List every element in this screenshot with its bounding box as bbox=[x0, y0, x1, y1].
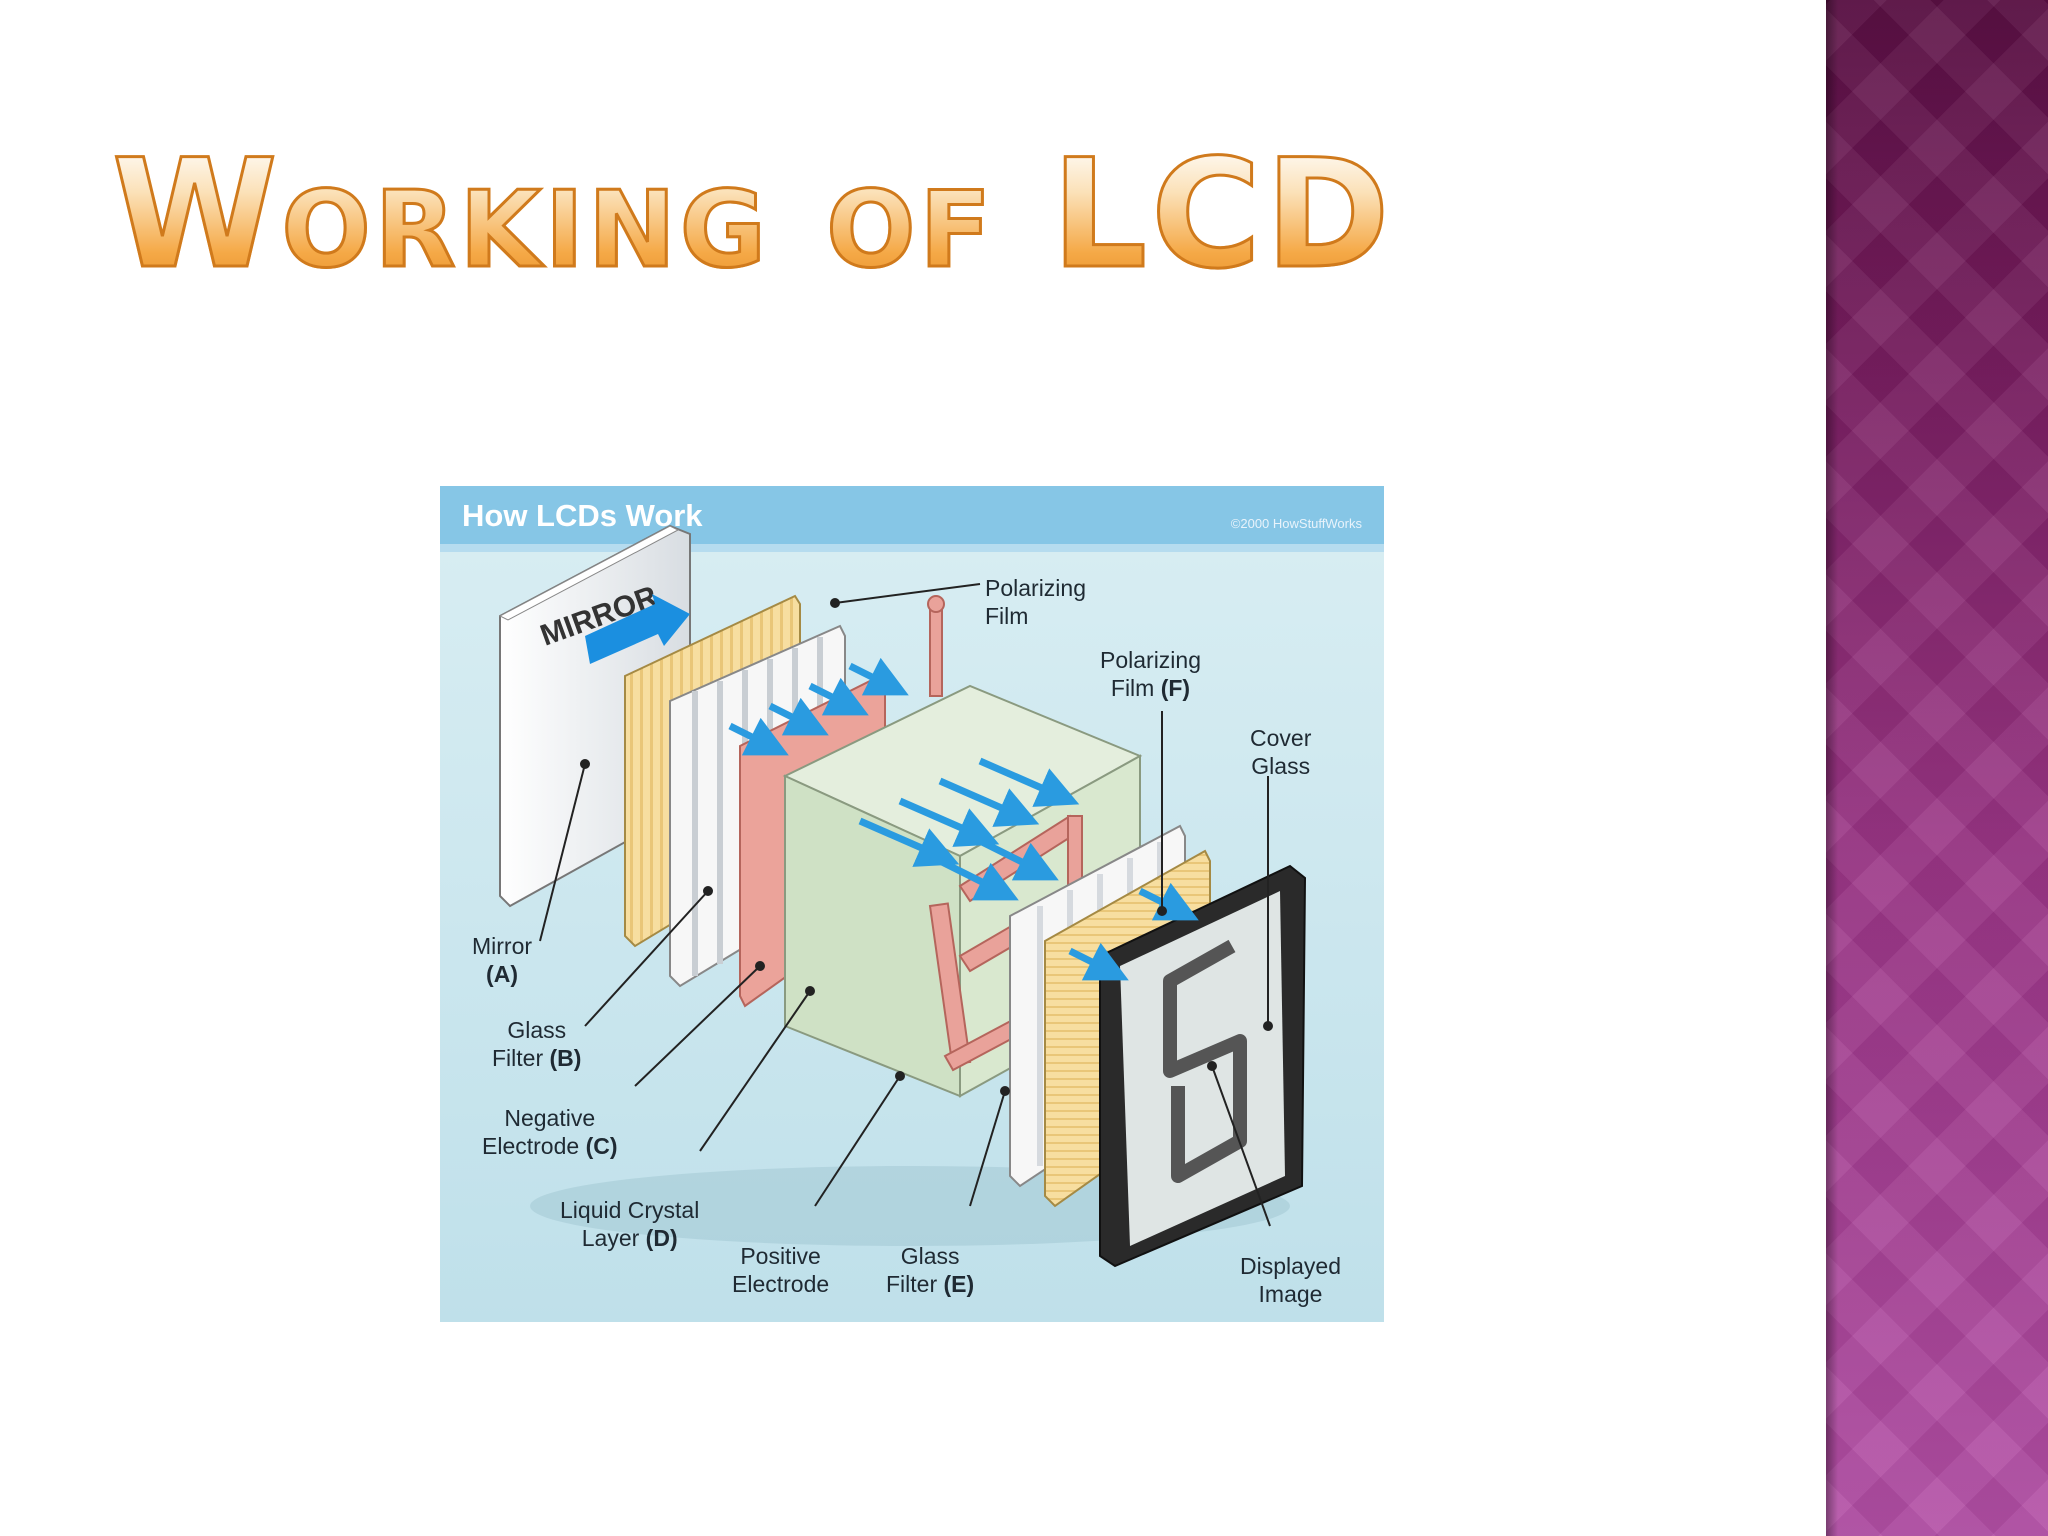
diagram-header-title: How LCDs Work bbox=[462, 498, 703, 534]
label-mirror: Mirror(A) bbox=[472, 932, 532, 988]
decorative-side-band bbox=[1826, 0, 2048, 1536]
slide-title: Working of LCD bbox=[112, 140, 1394, 290]
lcd-diagram: MIRROR bbox=[440, 486, 1384, 1322]
diagram-credit: ©2000 HowStuffWorks bbox=[1231, 516, 1362, 531]
slide: Working of LCD bbox=[0, 0, 1826, 1536]
